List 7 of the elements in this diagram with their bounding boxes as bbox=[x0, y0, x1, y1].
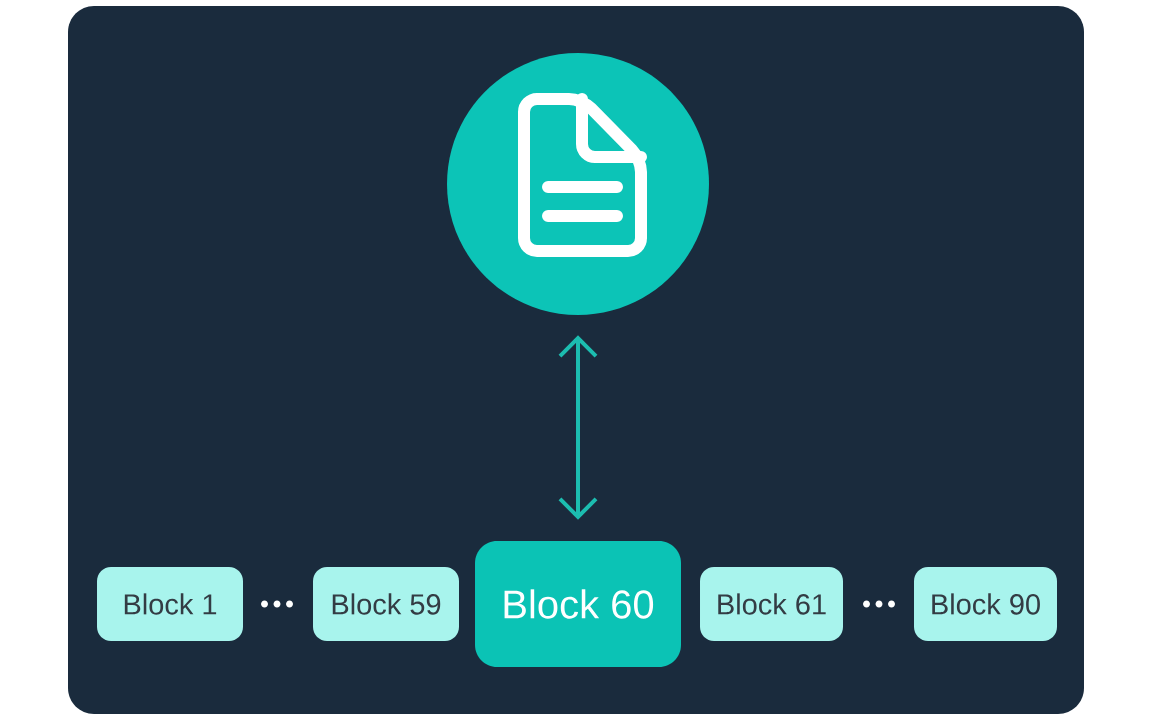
block-box: Block 60 bbox=[475, 541, 681, 667]
circle bbox=[447, 53, 709, 315]
block-box: Block 1 bbox=[97, 567, 243, 641]
double-arrow bbox=[558, 335, 598, 520]
block-box: Block 59 bbox=[313, 567, 459, 641]
block-box: Block 90 bbox=[914, 567, 1057, 641]
block-box: Block 61 bbox=[700, 567, 843, 641]
